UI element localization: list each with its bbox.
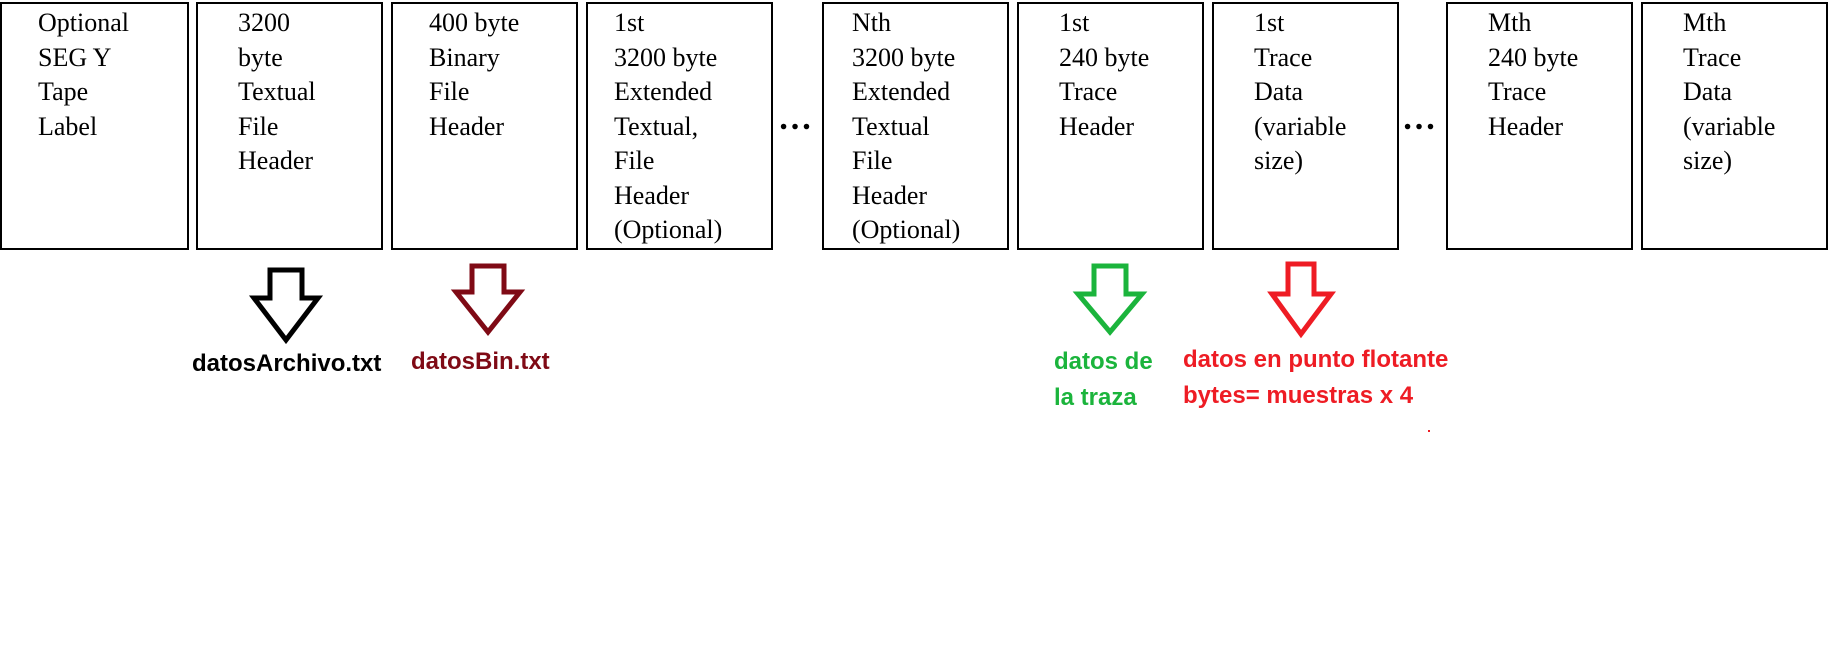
block-line: File — [614, 146, 655, 175]
block-line: File — [238, 111, 279, 141]
block-line: Header — [429, 111, 505, 141]
block-line: Trace — [1683, 42, 1742, 72]
block-line: Header — [1488, 111, 1564, 141]
down-arrow-icon — [1072, 263, 1148, 336]
block-line: Data — [1683, 77, 1733, 106]
block-line: Header — [614, 180, 690, 210]
down-arrow-shape — [1267, 261, 1336, 339]
block-line: Mth — [1488, 8, 1532, 37]
block-line: SEG Y — [38, 42, 112, 72]
block-line: size) — [1683, 146, 1733, 175]
block-line: Textual — [238, 77, 316, 106]
caption-line: bytes= muestras x 4 — [1183, 382, 1414, 409]
block-line: 1st — [1254, 8, 1285, 37]
block-line: 3200 byte — [614, 42, 718, 72]
block-line: Binary — [429, 42, 500, 72]
block-line: (Optional) — [614, 215, 723, 244]
caption-line: datos de — [1054, 348, 1153, 375]
caption-datos-bin: datosBin.txt — [411, 344, 550, 380]
block-line: Header — [238, 146, 314, 175]
block-text: 3200 byte Textual File Header — [238, 6, 377, 179]
block-line: Textual — [852, 111, 930, 141]
stray-dot — [1428, 430, 1430, 432]
block-line: 3200 — [238, 8, 290, 37]
segy-block-textual-file-header: 3200 byte Textual File Header — [196, 2, 383, 250]
block-line: byte — [238, 42, 283, 72]
segy-block-mth-trace-header: Mth 240 byte Trace Header — [1446, 2, 1633, 250]
down-arrow-shape — [1072, 263, 1148, 336]
caption-line: datos en punto flotante — [1183, 346, 1449, 373]
segy-block-tape-label: Optional SEG Y Tape Label — [0, 2, 189, 250]
block-line: Header — [1059, 111, 1135, 141]
block-text: Nth 3200 byte Extended Textual File Head… — [852, 6, 1003, 248]
block-line: Tape — [38, 77, 89, 106]
block-line: (variable — [1254, 111, 1347, 141]
caption-line: datosBin.txt — [411, 348, 550, 375]
segy-block-nth-extended-header: Nth 3200 byte Extended Textual File Head… — [822, 2, 1009, 250]
block-line: Data — [1254, 77, 1304, 106]
block-line: 240 byte — [1059, 42, 1150, 72]
block-line: 400 byte — [429, 8, 520, 37]
block-line: File — [852, 146, 893, 175]
block-line: size) — [1254, 146, 1304, 175]
block-text: 1st 3200 byte Extended Textual, File Hea… — [614, 6, 767, 248]
caption-line: la traza — [1054, 384, 1137, 411]
block-line: Label — [38, 111, 98, 141]
caption-datos-traza: datos de la traza — [1054, 344, 1153, 416]
segy-block-first-trace-header: 1st 240 byte Trace Header — [1017, 2, 1204, 250]
block-line: (Optional) — [852, 215, 961, 244]
block-line: Nth — [852, 8, 891, 37]
block-line: Trace — [1059, 77, 1118, 106]
caption-line: datosArchivo.txt — [192, 350, 382, 377]
block-line: Optional — [38, 8, 129, 37]
caption-datos-flotante: datos en punto flotante bytes= muestras … — [1183, 342, 1448, 414]
block-line: Extended — [852, 77, 951, 106]
block-line: Trace — [1488, 77, 1547, 106]
caption-datos-archivo: datosArchivo.txt — [192, 346, 381, 382]
block-text: 1st 240 byte Trace Header — [1059, 6, 1198, 144]
segy-block-first-trace-data: 1st Trace Data (variable size) — [1212, 2, 1399, 250]
block-text: Optional SEG Y Tape Label — [38, 6, 183, 144]
down-arrow-icon — [248, 267, 324, 345]
block-text: Mth Trace Data (variable size) — [1683, 6, 1822, 179]
block-line: Extended — [614, 77, 713, 106]
down-arrow-icon — [450, 263, 526, 337]
block-line: Header — [852, 180, 928, 210]
block-line: 1st — [1059, 8, 1090, 37]
block-text: Mth 240 byte Trace Header — [1488, 6, 1627, 144]
ellipsis: … — [1402, 100, 1437, 137]
segy-block-binary-file-header: 400 byte Binary File Header — [391, 2, 578, 250]
block-line: Trace — [1254, 42, 1313, 72]
ellipsis: … — [778, 100, 813, 137]
segy-block-mth-trace-data: Mth Trace Data (variable size) — [1641, 2, 1828, 250]
block-line: 1st — [614, 8, 645, 37]
segy-block-first-extended-header: 1st 3200 byte Extended Textual, File Hea… — [586, 2, 773, 250]
block-line: Textual, — [614, 111, 699, 141]
down-arrow-icon — [1267, 261, 1336, 339]
block-line: Mth — [1683, 8, 1727, 37]
block-text: 1st Trace Data (variable size) — [1254, 6, 1393, 179]
block-line: (variable — [1683, 111, 1776, 141]
down-arrow-shape — [450, 263, 526, 337]
block-line: 3200 byte — [852, 42, 956, 72]
down-arrow-shape — [248, 267, 324, 345]
block-text: 400 byte Binary File Header — [429, 6, 572, 144]
block-line: File — [429, 77, 470, 106]
block-line: 240 byte — [1488, 42, 1579, 72]
